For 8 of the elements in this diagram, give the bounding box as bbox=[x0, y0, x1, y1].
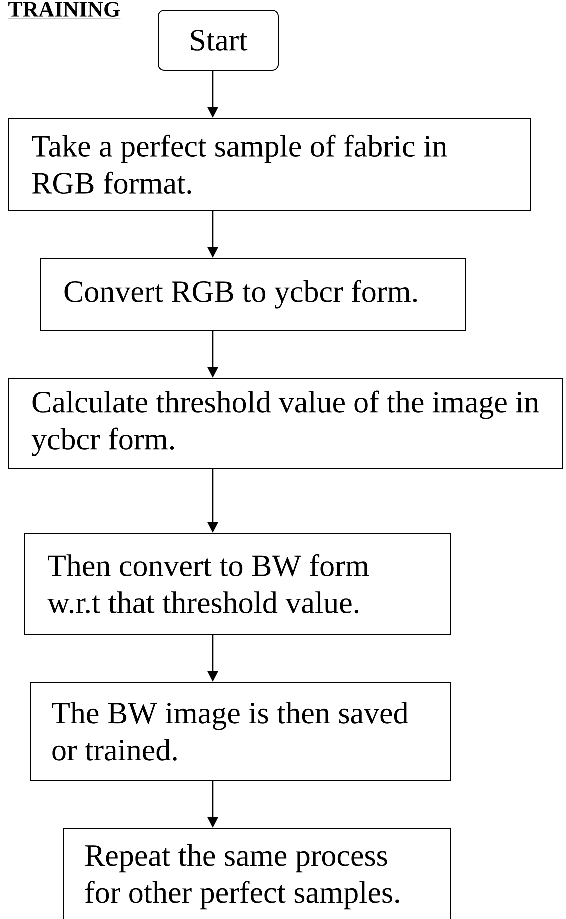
process-box: Calculate threshold value of the image in ycbcr form. bbox=[8, 378, 563, 469]
process-box: Take a perfect sample of fabric in RGB format. bbox=[8, 118, 531, 211]
process-box: Then convert to BW form w.r.t that threshold value. bbox=[24, 533, 451, 635]
process-box: Convert RGB to ycbcr form. bbox=[40, 258, 466, 331]
start-box: Start bbox=[158, 10, 279, 71]
heading: TRAINING bbox=[8, 2, 121, 19]
process-box: The BW image is then saved or trained. bbox=[30, 682, 451, 781]
process-box: Repeat the same process for other perfect samples. bbox=[63, 828, 451, 919]
